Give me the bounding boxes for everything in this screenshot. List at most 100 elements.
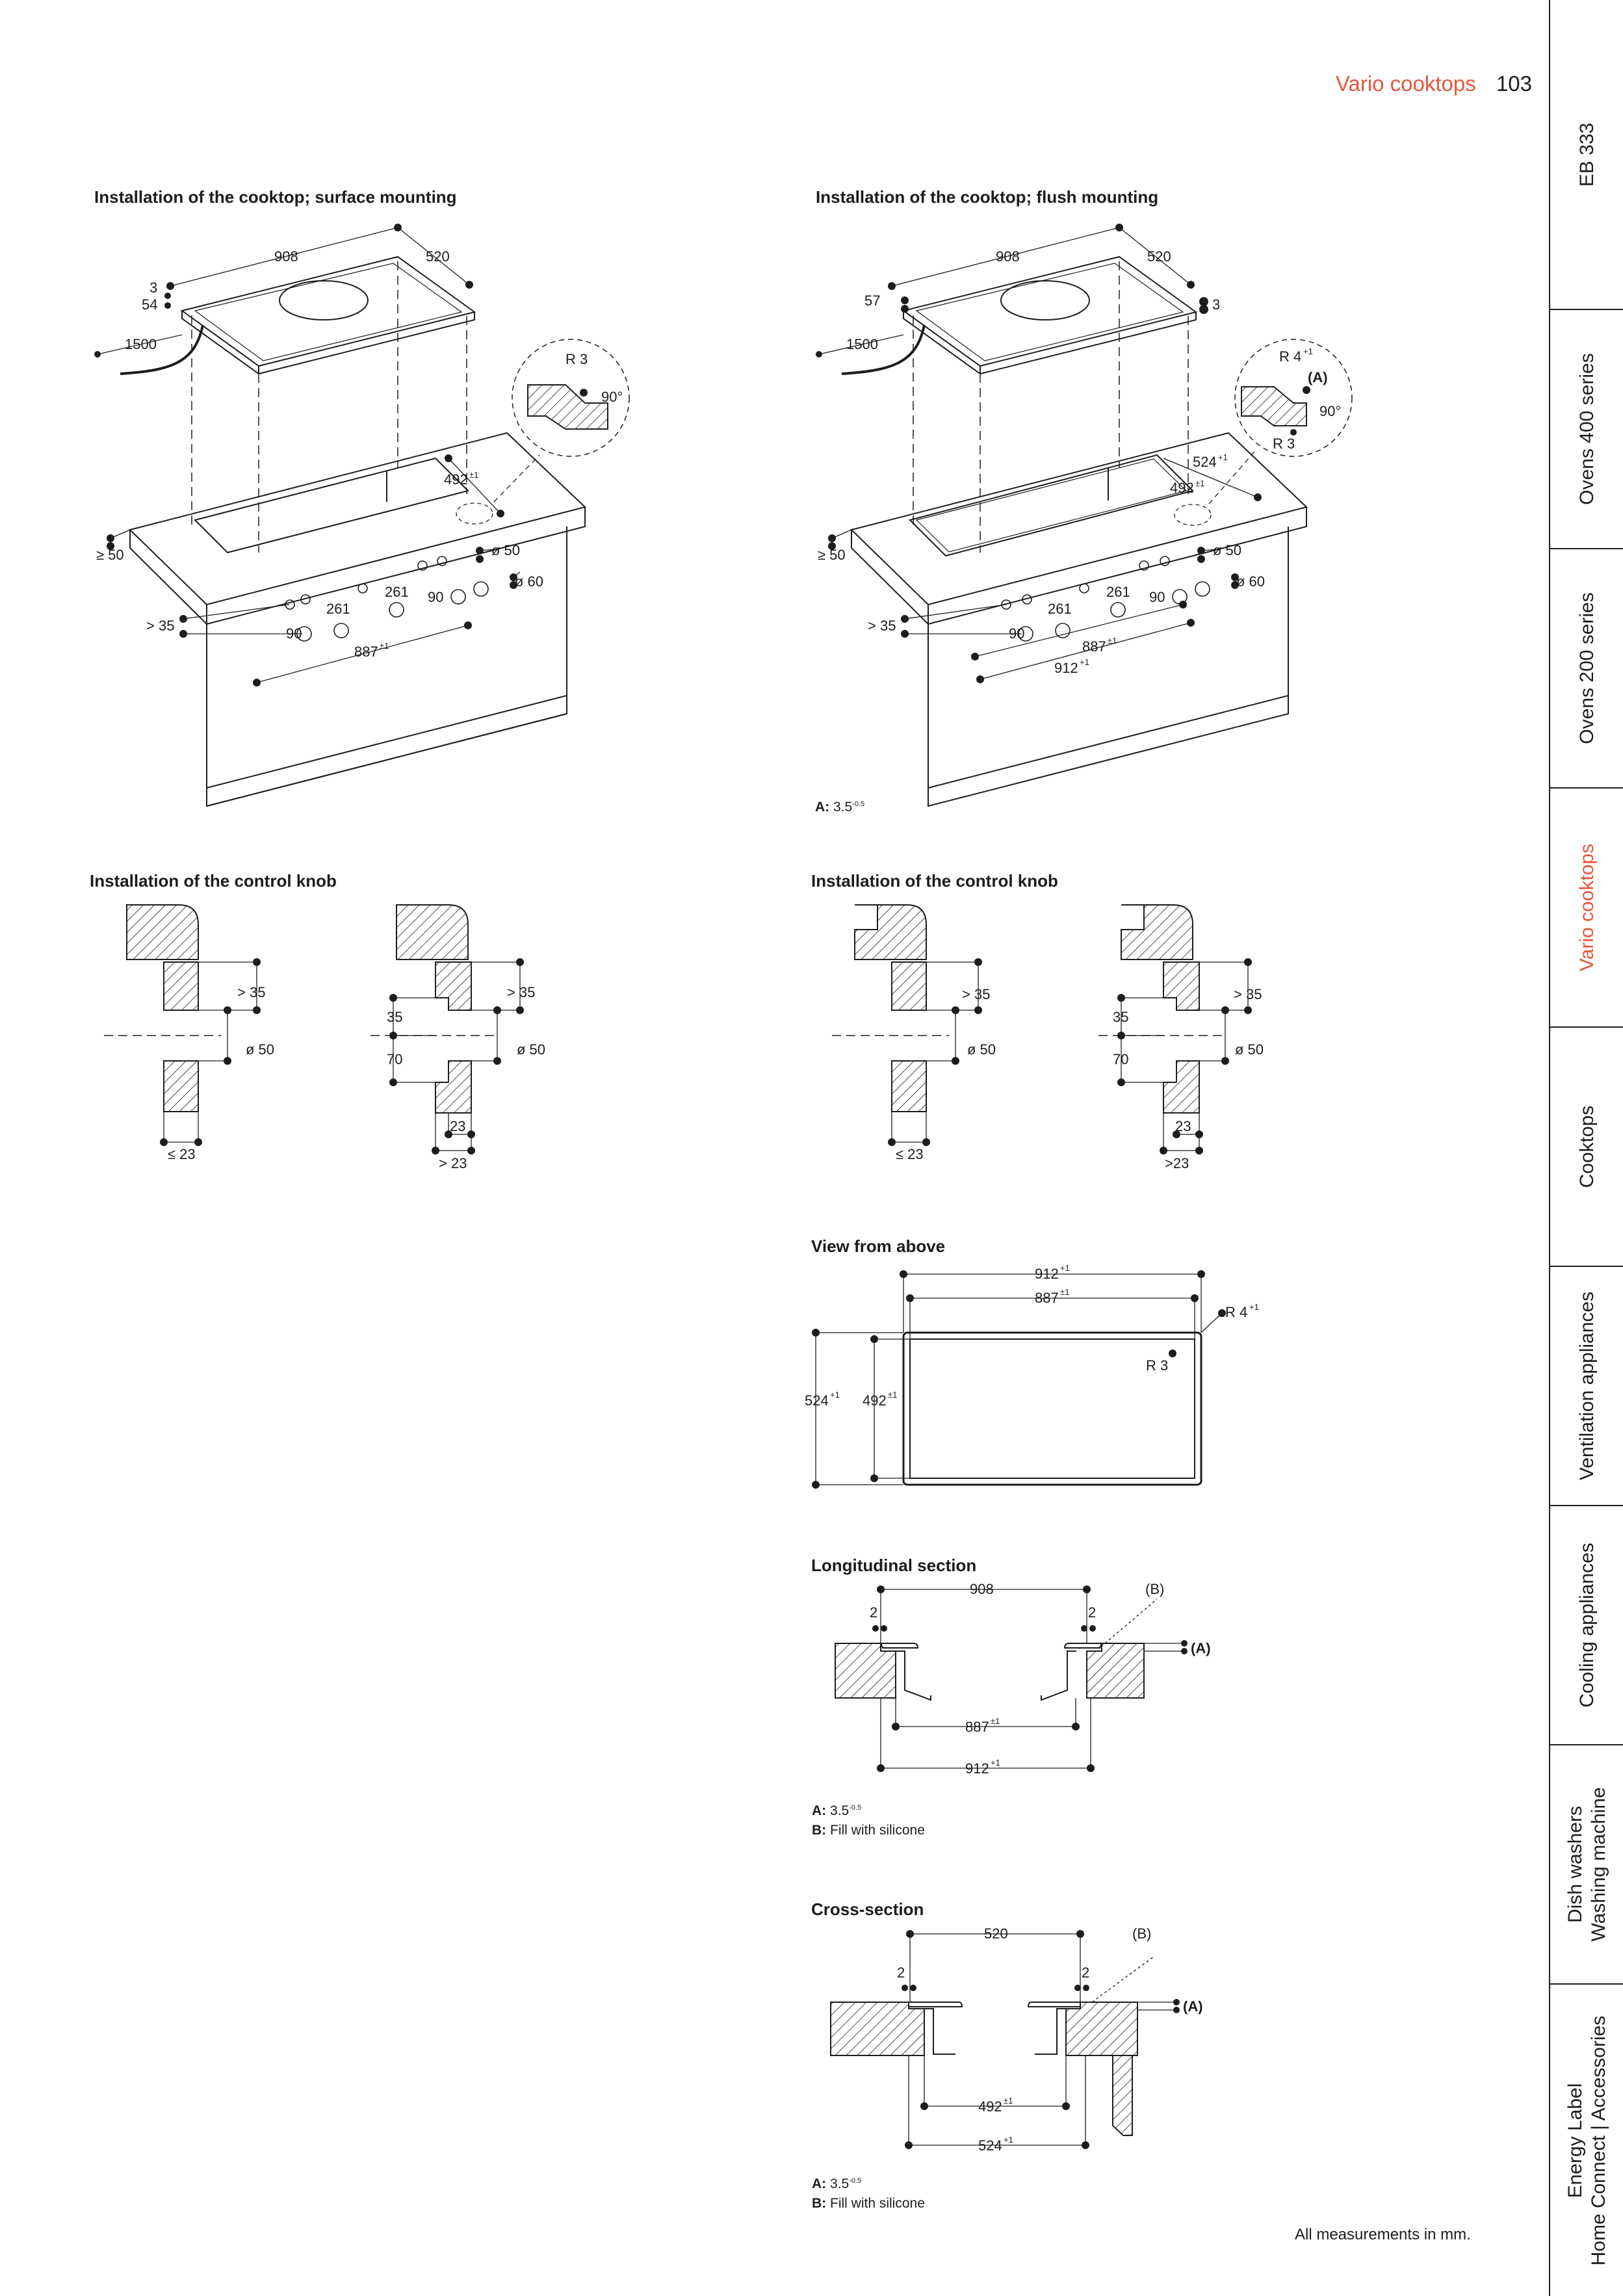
note-longitudinal: A: 3.5-0.5 B: Fill with silicone bbox=[812, 1803, 925, 1838]
svg-text:±1: ±1 bbox=[1195, 478, 1204, 488]
svg-text:+1: +1 bbox=[1080, 657, 1089, 667]
footer-note: All measurements in mm. bbox=[1295, 2226, 1471, 2243]
chapter-tab-bar: EB 333 Ovens 400 series Ovens 200 series… bbox=[1549, 0, 1623, 2296]
svg-text:R 3: R 3 bbox=[565, 351, 588, 367]
svg-text:912: 912 bbox=[1054, 660, 1078, 676]
svg-text:1500: 1500 bbox=[125, 336, 157, 352]
svg-text:520: 520 bbox=[426, 248, 450, 265]
svg-text:(B): (B) bbox=[1145, 1581, 1164, 1597]
svg-text:54: 54 bbox=[142, 296, 157, 313]
svg-text:≥ 50: ≥ 50 bbox=[96, 547, 124, 563]
svg-text:908: 908 bbox=[996, 248, 1020, 265]
svg-text:520: 520 bbox=[1147, 248, 1171, 265]
svg-text:R 4: R 4 bbox=[1279, 348, 1301, 365]
svg-text:> 35: > 35 bbox=[237, 984, 265, 1000]
svg-text:±1: ±1 bbox=[1108, 636, 1117, 646]
svg-text:±1: ±1 bbox=[1004, 2096, 1013, 2106]
svg-text:90: 90 bbox=[428, 589, 443, 605]
svg-text:23: 23 bbox=[450, 1118, 465, 1134]
tab-ovens-200[interactable]: Ovens 200 series bbox=[1550, 549, 1623, 789]
svg-text:2: 2 bbox=[1082, 1964, 1089, 1981]
svg-text:35: 35 bbox=[1113, 1009, 1128, 1025]
svg-text:R 4: R 4 bbox=[1225, 1304, 1247, 1320]
tab-eb333[interactable]: EB 333 bbox=[1550, 0, 1623, 310]
svg-text:492: 492 bbox=[1170, 480, 1194, 496]
section-title: Vario cooktops bbox=[1335, 72, 1476, 96]
svg-text:(A): (A) bbox=[1183, 1998, 1203, 2015]
svg-text:908: 908 bbox=[274, 248, 298, 265]
longitudinal-section-drawing: 908 (B) 2 2 (A) 887±1 912+1 bbox=[835, 1581, 1211, 1777]
knob-section-3: > 35 ø 50 ≤ 23 bbox=[832, 904, 996, 1162]
svg-text:35: 35 bbox=[387, 1009, 402, 1025]
knob-section-4: > 35 35 ø 50 70 23 >23 bbox=[1098, 904, 1264, 1171]
title-control-knob-right: Installation of the control knob bbox=[811, 871, 1058, 891]
svg-text:90°: 90° bbox=[601, 389, 623, 405]
svg-text:ø 50: ø 50 bbox=[491, 542, 520, 558]
svg-text:908: 908 bbox=[970, 1581, 994, 1597]
svg-text:+1: +1 bbox=[830, 1390, 840, 1400]
svg-text:> 23: > 23 bbox=[439, 1155, 467, 1171]
technical-drawings: 908 520 3 54 1500 R 3 90° 492±1 ≥ 50 ø 5… bbox=[94, 224, 1353, 2154]
title-control-knob-left: Installation of the control knob bbox=[90, 871, 337, 891]
svg-text:261: 261 bbox=[1106, 584, 1130, 600]
surface-dim-labels: 908 520 3 54 1500 R 3 90° 492±1 ≥ 50 ø 5… bbox=[96, 248, 623, 660]
svg-text:+1: +1 bbox=[1249, 1302, 1259, 1312]
svg-text:524: 524 bbox=[978, 2137, 1002, 2154]
svg-text:90°: 90° bbox=[1319, 403, 1341, 419]
svg-text:1500: 1500 bbox=[846, 336, 878, 352]
svg-text:261: 261 bbox=[385, 584, 409, 600]
svg-text:887: 887 bbox=[965, 1719, 989, 1735]
svg-text:≤ 23: ≤ 23 bbox=[896, 1146, 924, 1162]
tab-ovens-400[interactable]: Ovens 400 series bbox=[1550, 310, 1623, 549]
svg-text:70: 70 bbox=[1113, 1051, 1128, 1067]
svg-text:±1: ±1 bbox=[380, 641, 389, 651]
tab-cooktops[interactable]: Cooktops bbox=[1550, 1028, 1623, 1267]
svg-text:70: 70 bbox=[387, 1051, 402, 1067]
knob-section-1: > 35 ø 50 ≤ 23 bbox=[104, 904, 274, 1162]
tab-vario-cooktops[interactable]: Vario cooktops bbox=[1550, 789, 1623, 1028]
svg-text:≤ 23: ≤ 23 bbox=[168, 1146, 196, 1162]
surface-dim-points bbox=[94, 224, 588, 686]
svg-text:≥ 50: ≥ 50 bbox=[818, 547, 846, 563]
svg-text:+1: +1 bbox=[1060, 1263, 1070, 1273]
svg-text:90: 90 bbox=[286, 625, 302, 642]
svg-text:912: 912 bbox=[965, 1760, 989, 1777]
svg-text:524: 524 bbox=[1193, 454, 1217, 470]
svg-text:912: 912 bbox=[1035, 1266, 1059, 1282]
svg-text:261: 261 bbox=[1048, 601, 1072, 617]
svg-text:3: 3 bbox=[1212, 296, 1220, 313]
svg-text:ø 60: ø 60 bbox=[1236, 573, 1265, 590]
note-flush: A: 3.5-0.5 bbox=[815, 800, 865, 815]
page-header: Vario cooktops 103 bbox=[1336, 72, 1532, 96]
title-flush-mounting: Installation of the cooktop; flush mount… bbox=[816, 187, 1159, 207]
svg-text:±1: ±1 bbox=[991, 1716, 1000, 1726]
title-surface-mounting: Installation of the cooktop; surface mou… bbox=[94, 187, 457, 207]
svg-text:23: 23 bbox=[1175, 1118, 1191, 1134]
svg-text:(A): (A) bbox=[1308, 369, 1328, 385]
svg-text:90: 90 bbox=[1009, 625, 1024, 642]
svg-text:2: 2 bbox=[870, 1604, 877, 1621]
svg-text:ø 50: ø 50 bbox=[1213, 542, 1241, 558]
svg-text:(B): (B) bbox=[1132, 1925, 1151, 1942]
svg-text:492: 492 bbox=[444, 471, 468, 488]
tab-ventilation[interactable]: Ventilation appliances bbox=[1550, 1267, 1623, 1506]
svg-text:2: 2 bbox=[1088, 1604, 1096, 1621]
svg-text:>23: >23 bbox=[1165, 1155, 1189, 1171]
svg-text:+1: +1 bbox=[1004, 2135, 1013, 2145]
svg-text:+1: +1 bbox=[991, 1758, 1000, 1768]
svg-text:492: 492 bbox=[978, 2098, 1002, 2115]
title-longitudinal-section: Longitudinal section bbox=[811, 1556, 977, 1575]
title-view-from-above: View from above bbox=[811, 1236, 946, 1256]
svg-text:492: 492 bbox=[863, 1392, 887, 1409]
view-from-above-drawing: 912+1 887±1 R 4+1 R 3 524+1 492±1 bbox=[805, 1263, 1259, 1489]
tab-cooling[interactable]: Cooling appliances bbox=[1550, 1506, 1623, 1745]
svg-text:520: 520 bbox=[984, 1925, 1008, 1942]
svg-text:±1: ±1 bbox=[469, 470, 478, 480]
svg-text:±1: ±1 bbox=[1060, 1287, 1069, 1297]
note-cross: A: 3.5-0.5 B: Fill with silicone bbox=[812, 2176, 925, 2211]
svg-text:> 35: > 35 bbox=[146, 618, 174, 634]
svg-text:887: 887 bbox=[1082, 638, 1106, 655]
svg-text:ø 50: ø 50 bbox=[967, 1041, 996, 1058]
